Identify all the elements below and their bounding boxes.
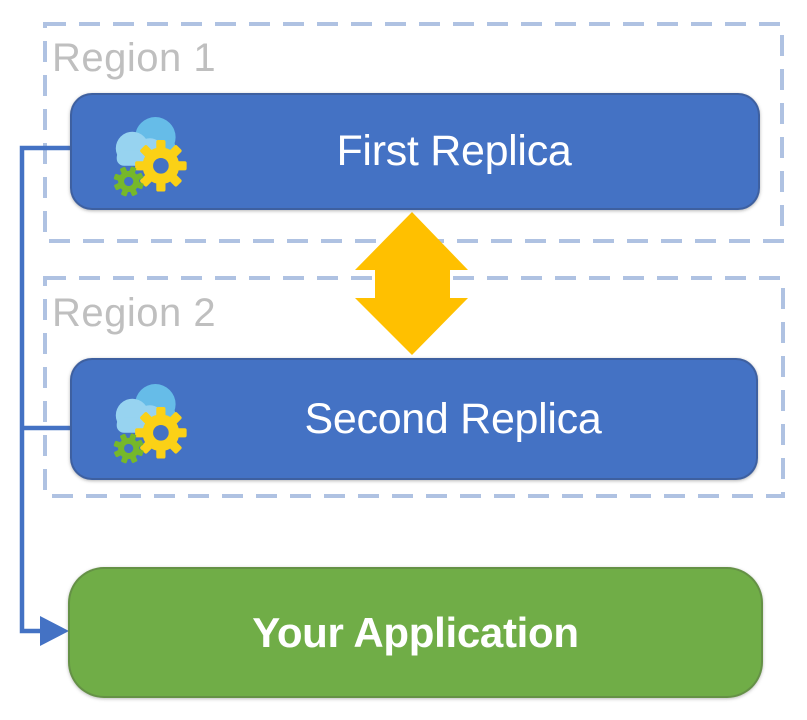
region-2-label: Region 2 [52, 291, 217, 335]
second-replica-label: Second Replica [304, 394, 602, 443]
region-1-label: Region 1 [52, 36, 217, 80]
gear-large [135, 139, 187, 192]
double-arrow-up-down-icon [355, 212, 468, 355]
second-replica-box: Second Replica [70, 358, 758, 480]
gear-small [113, 166, 144, 196]
arrow-right-icon [40, 616, 69, 646]
cloud-gears-icon [113, 384, 187, 464]
connector-line [19, 145, 70, 634]
cloud-gears-icon [113, 116, 187, 196]
first-replica-label: First Replica [336, 127, 572, 175]
gear-small [113, 433, 144, 464]
your-application-label: Your Application [252, 608, 579, 656]
region-2-boundary [43, 276, 785, 498]
first-replica-box: First Replica [70, 93, 760, 210]
gear-large [135, 407, 187, 459]
your-application-box: Your Application [68, 567, 763, 698]
